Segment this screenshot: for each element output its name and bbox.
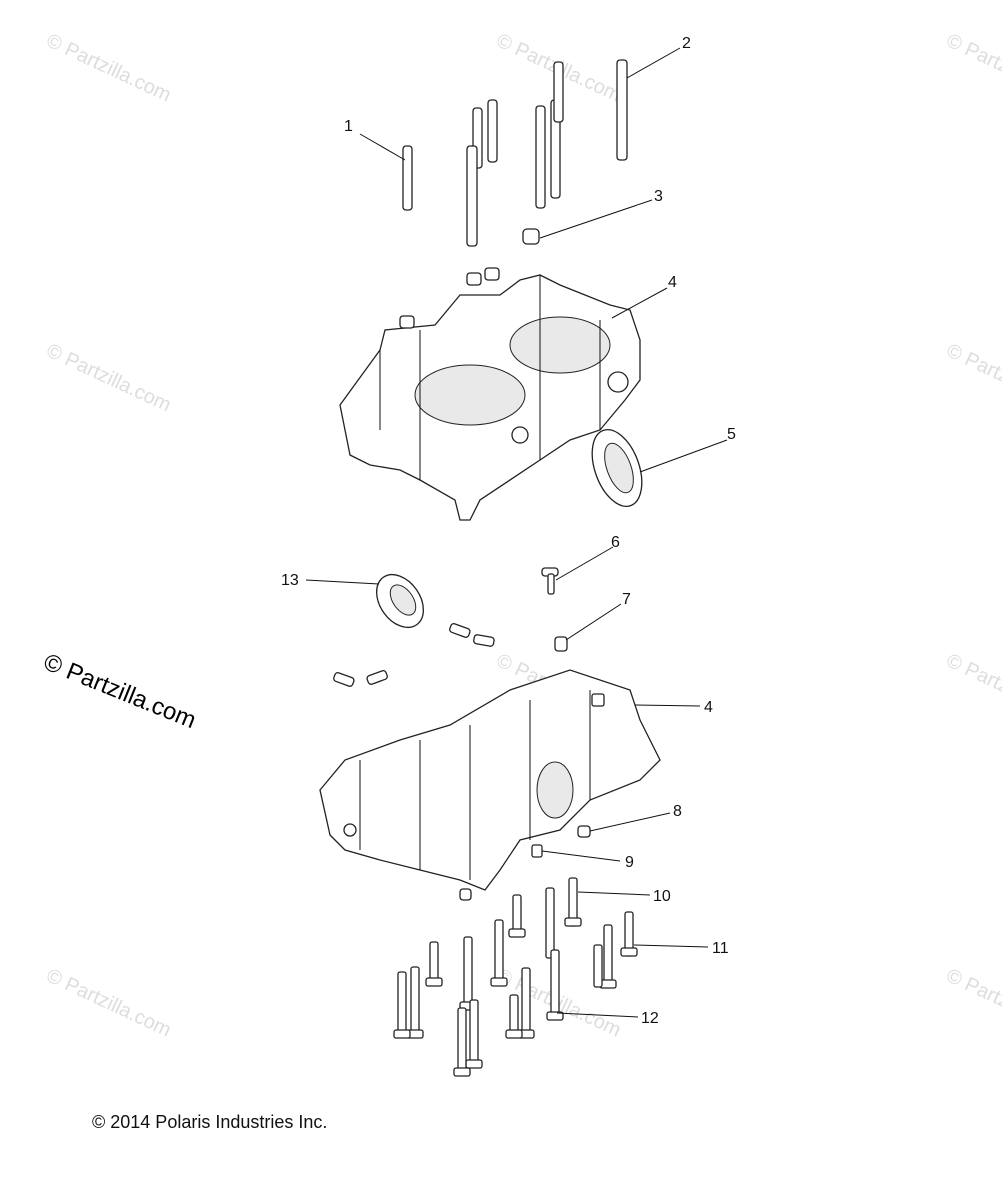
seal-part-5 — [591, 429, 643, 507]
callout-label: 8 — [673, 803, 682, 820]
studs-top — [402, 59, 628, 247]
watermark: © Partzilla.com — [43, 30, 174, 107]
callout-label: 13 — [281, 572, 299, 589]
lower-crankcase — [319, 669, 661, 891]
upper-crankcase — [339, 267, 641, 521]
seal-part-13 — [376, 573, 424, 629]
bolts-bottom — [393, 877, 638, 1077]
callout-label: 2 — [682, 35, 691, 52]
watermark-main: © Partzilla.com — [40, 649, 200, 735]
callout-label: 12 — [641, 1010, 659, 1027]
watermark: © Partzilla.com — [43, 340, 174, 417]
callout-label: 11 — [712, 940, 729, 957]
watermark: © Partzilla.com — [943, 30, 1002, 107]
callout-label: 9 — [625, 854, 634, 871]
callout-label: 10 — [653, 888, 671, 905]
callout-label: 6 — [611, 534, 620, 551]
watermark: © Partzilla.com — [43, 965, 174, 1042]
callouts: 1 2 3 4 5 6 7 4 8 9 10 11 12 13 — [281, 35, 736, 1027]
leader-lines — [305, 47, 728, 1018]
fittings-group — [333, 623, 495, 687]
callout-label: 4 — [668, 274, 677, 291]
callout-label: 3 — [654, 188, 663, 205]
watermark: © Partzilla.com — [943, 965, 1002, 1042]
callout-label: 5 — [727, 426, 736, 443]
dowel-part-7 — [554, 636, 568, 652]
callout-label: 4 — [704, 699, 713, 716]
watermark: © Partzilla.com — [943, 340, 1002, 417]
dowel-part-3 — [522, 228, 540, 245]
callout-label: 1 — [344, 118, 353, 135]
copyright-text: © 2014 Polaris Industries Inc. — [92, 1112, 328, 1132]
watermark: © Partzilla.com — [943, 650, 1002, 727]
callout-label: 7 — [622, 591, 631, 608]
watermark-group: © Partzilla.com © Partzilla.com © Partzi… — [40, 30, 1002, 1042]
fitting-part-6 — [541, 567, 559, 595]
